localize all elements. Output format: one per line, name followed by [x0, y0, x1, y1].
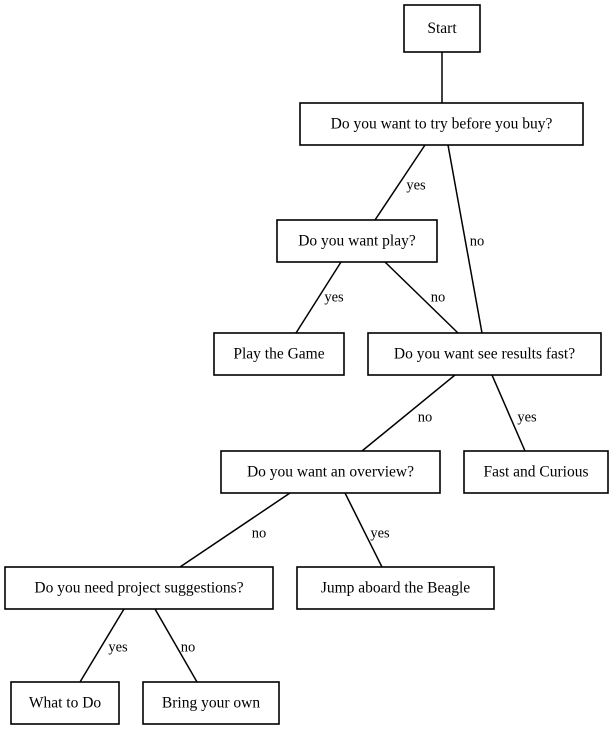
edge-label-want_play-no: no	[431, 289, 446, 305]
node-box-want_play[interactable]	[276, 219, 438, 263]
node-bring_own[interactable]: Bring your own	[142, 681, 280, 725]
node-beagle[interactable]: Jump aboard the Beagle	[296, 566, 495, 610]
edge-label-want_play-yes: yes	[324, 289, 344, 305]
node-label-overview: Do you want an overview?	[247, 464, 414, 481]
node-box-fast_curious[interactable]	[463, 450, 609, 494]
edge-suggestions-to-bring_own	[154, 608, 198, 683]
node-box-overview[interactable]	[220, 450, 441, 494]
edge-results_fast-to-overview	[361, 374, 456, 452]
nodes-layer: Start Do you want to try before you buy? D…	[4, 4, 609, 725]
edge-labels-layer: yes no yes no no yes no yes yes no	[108, 177, 537, 655]
node-label-results_fast: Do you want see results fast?	[394, 346, 575, 363]
node-label-play_game: Play the Game	[233, 346, 324, 363]
edge-want_play-to-results_fast	[384, 261, 459, 334]
edge-overview-to-beagle	[344, 492, 383, 568]
node-what_to_do[interactable]: What to Do	[10, 681, 120, 725]
node-play_game[interactable]: Play the Game	[213, 332, 345, 376]
edge-label-results_fast-no: no	[418, 409, 433, 425]
node-box-what_to_do[interactable]	[10, 681, 120, 725]
node-want_play[interactable]: Do you want play?	[276, 219, 438, 263]
node-start[interactable]: Start	[403, 4, 481, 53]
node-label-start: Start	[427, 20, 457, 37]
edge-label-try_buy-no: no	[470, 233, 485, 249]
node-try_buy[interactable]: Do you want to try before you buy?	[299, 102, 584, 146]
node-label-what_to_do: What to Do	[29, 695, 102, 712]
edge-label-overview-yes: yes	[370, 525, 390, 541]
edge-try_buy-to-results_fast	[447, 144, 483, 334]
node-suggestions[interactable]: Do you need project suggestions?	[4, 566, 274, 610]
node-label-want_play: Do you want play?	[298, 233, 416, 250]
node-box-results_fast[interactable]	[367, 332, 602, 376]
node-label-suggestions: Do you need project suggestions?	[34, 580, 243, 597]
node-box-suggestions[interactable]	[4, 566, 274, 610]
edge-results_fast-to-fast_curious	[491, 374, 526, 452]
edges-layer	[79, 52, 526, 683]
edge-want_play-to-play_game	[295, 261, 342, 334]
edge-label-suggestions-no: no	[181, 639, 196, 655]
edge-try_buy-to-want_play	[374, 144, 426, 221]
node-box-start[interactable]	[403, 4, 481, 53]
node-box-beagle[interactable]	[296, 566, 495, 610]
edge-label-results_fast-yes: yes	[517, 409, 537, 425]
edge-suggestions-to-what_to_do	[79, 608, 125, 683]
node-box-play_game[interactable]	[213, 332, 345, 376]
node-overview[interactable]: Do you want an overview?	[220, 450, 441, 494]
edge-label-suggestions-yes: yes	[108, 639, 128, 655]
node-box-bring_own[interactable]	[142, 681, 280, 725]
node-box-try_buy[interactable]	[299, 102, 584, 146]
node-results_fast[interactable]: Do you want see results fast?	[367, 332, 602, 376]
node-label-fast_curious: Fast and Curious	[483, 464, 588, 481]
edge-label-try_buy-yes: yes	[406, 177, 426, 193]
edge-label-overview-no: no	[252, 525, 267, 541]
node-fast_curious[interactable]: Fast and Curious	[463, 450, 609, 494]
edge-overview-to-suggestions	[179, 492, 291, 568]
node-label-bring_own: Bring your own	[162, 695, 260, 712]
node-label-try_buy: Do you want to try before you buy?	[331, 116, 553, 133]
node-label-beagle: Jump aboard the Beagle	[321, 580, 470, 597]
